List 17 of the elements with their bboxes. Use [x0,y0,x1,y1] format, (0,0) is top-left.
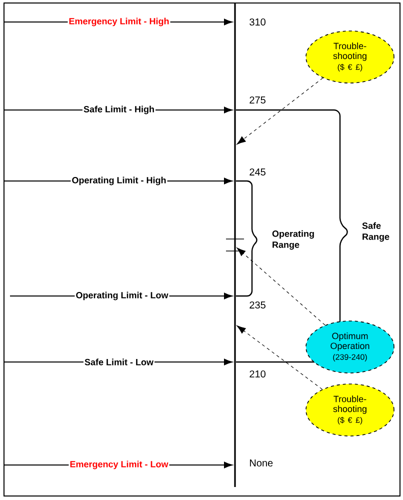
edge-label: Operating Limit - High [70,176,168,186]
edge-label: Operating Limit - Low [74,290,170,302]
value-label: 310 [250,18,266,26]
arrow [236,78,324,144]
value-label: 210 [250,370,266,378]
value-label: 235 [250,301,266,309]
value-label: 275 [250,96,266,104]
arrow [236,325,323,390]
range-label: Operating Range [272,230,314,250]
edge-label: Safe Limit - High [82,104,156,116]
value-label: 245 [250,168,266,176]
edge-label: Emergency Limit - High [68,16,170,28]
edge-label: Safe Limit - Low [84,358,154,366]
arrow [236,248,326,326]
range-label: Safe Range [362,222,390,242]
edge-label: Emergency Limit - Low [68,460,170,470]
value-label: None [250,460,273,466]
